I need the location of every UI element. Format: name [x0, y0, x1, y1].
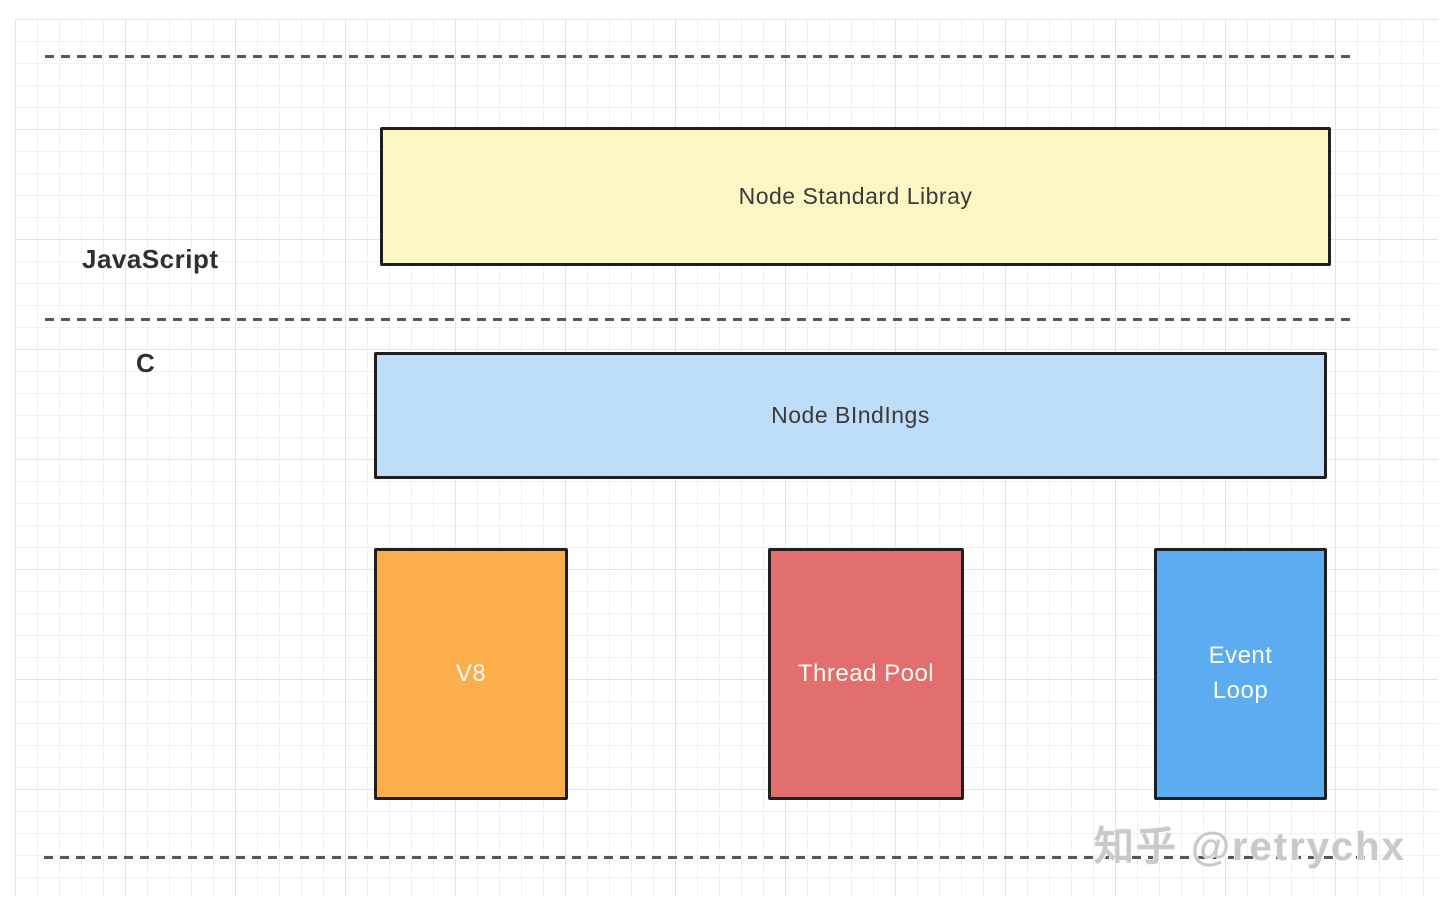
- watermark: 知乎 @retrychx: [1094, 825, 1406, 869]
- thread-pool-label: Thread Pool: [797, 660, 935, 687]
- node-bindings-box: Node BIndIngs: [374, 352, 1327, 479]
- layer-label-javascript: JavaScript: [82, 244, 219, 274]
- node-standard-library-label: Node Standard Libray: [738, 183, 973, 209]
- event-loop-label: Event Loop: [1208, 642, 1273, 704]
- v8-box: V8: [374, 548, 568, 800]
- dashed-separator-bottom: [44, 856, 1366, 859]
- v8-label: V8: [455, 660, 487, 687]
- node-standard-library-box: Node Standard Libray: [380, 127, 1331, 266]
- thread-pool-box: Thread Pool: [768, 548, 964, 800]
- layer-label-c: C: [136, 348, 156, 378]
- node-bindings-label: Node BIndIngs: [771, 402, 930, 428]
- dashed-separator-middle: [45, 318, 1350, 321]
- dashed-separator-top: [45, 55, 1350, 58]
- event-loop-box: Event Loop: [1154, 548, 1327, 800]
